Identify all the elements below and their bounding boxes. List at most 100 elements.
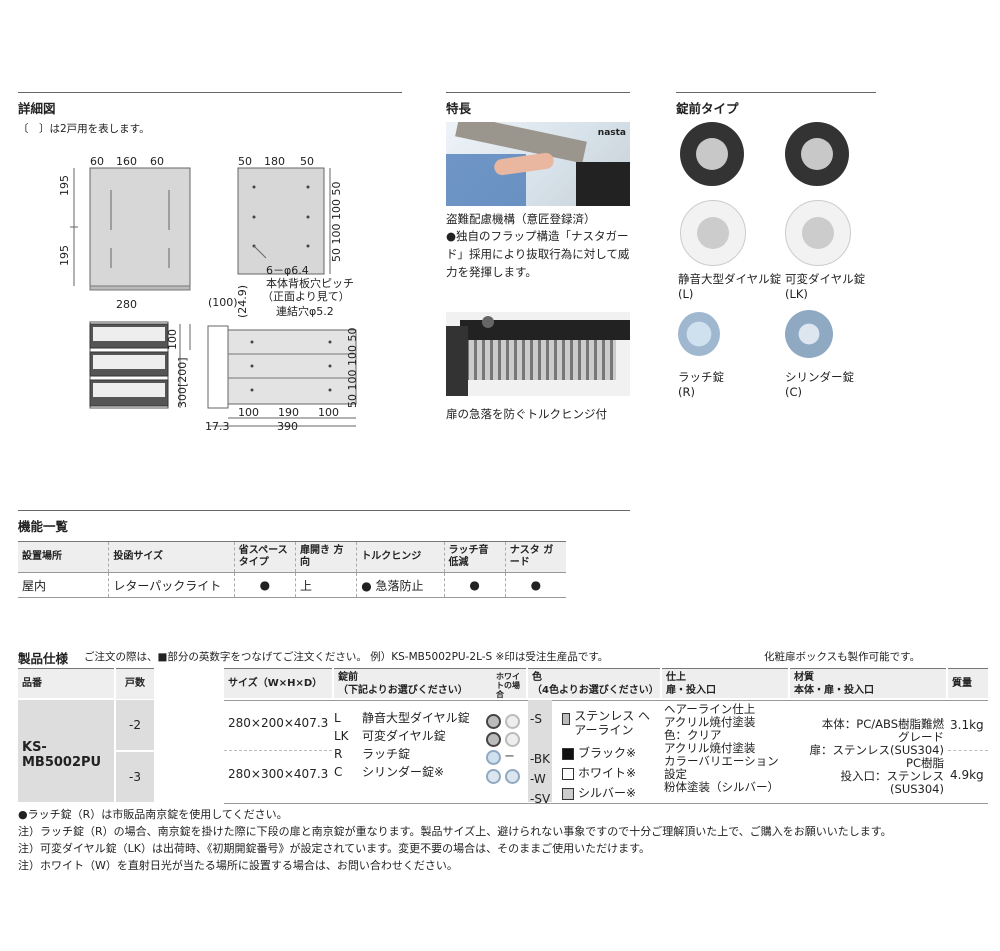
spec-finish: ヘアーライン仕上 アクリル焼付塗装 色：クリア アクリル焼付塗装 カラーバリエー… [664, 703, 779, 794]
cylinder-lock-icon [785, 310, 833, 358]
locks-title: 錠前タイプ [676, 101, 739, 116]
dim-right-vertical-bottom: 50 100 100 50 [346, 328, 359, 409]
lock-item-l: 静音大型ダイヤル錠 (L) [678, 272, 781, 302]
hole-desc1: 本体背板穴ピッチ [266, 277, 354, 290]
section-rule [18, 92, 402, 93]
spec-h-material-main: 材質 [794, 672, 814, 683]
latch-lock-icon [678, 312, 720, 356]
color-name-s: ステンレス ヘアーライン [574, 709, 651, 737]
cylinder-mini-white-icon [504, 768, 520, 784]
dim-bottom-100a: 100 [238, 406, 259, 419]
dim-195-top: 195 [58, 175, 71, 196]
dim-side-100: 100 [166, 329, 179, 350]
feature-photo-hinge [446, 312, 630, 396]
dial-mini-icon [486, 731, 501, 747]
dim-160: 160 [116, 155, 137, 168]
color-name-w: ホワイト※ [578, 766, 637, 780]
fh-guard: ナスタ ガード [505, 541, 566, 573]
finish-line-6: 設定 [664, 767, 687, 781]
feature-caption2: 扉の急落を防ぐトルクヒンジ付 [446, 407, 607, 421]
spec-h-size: サイズ（W×H×D） [224, 668, 332, 698]
feature-caption1-body: ●独自のフラップ構造「ナスタガード」採用により抜取行為に対して威力を発揮します。 [446, 229, 630, 279]
dim-rvt-100a: 100 [330, 223, 343, 245]
fv-door: 上 [295, 572, 358, 598]
dial-mini-white-icon [504, 713, 520, 729]
dial-mini-white-icon [504, 731, 520, 747]
detail-note: 〔 〕は2戸用を表します。 [18, 123, 150, 135]
lock-code-c: C [334, 765, 343, 779]
dim-bottom-190: 190 [278, 406, 299, 419]
lock-lk-dial-white [785, 200, 851, 266]
fv-size: レターパックライト [108, 572, 235, 598]
dim-rvb-50a: 50 [346, 394, 359, 408]
spec-h-lock: 錠前 （下記よりお選びください） ホワイトの場合 [334, 668, 526, 699]
lock-r-name: ラッチ錠 [678, 370, 724, 384]
lock-l-dial-dark [680, 122, 744, 186]
spec-h-finish-sub: 扉・投入口 [666, 685, 716, 696]
lock-code-r: R [334, 747, 343, 761]
spec-h-color-sub: （4色よりお選びください） [532, 685, 659, 696]
spec-color-code-col [528, 700, 552, 802]
back-panel-box [237, 167, 325, 275]
finish-line-7: 粉体塗装（シルバー） [664, 780, 779, 794]
notes: ●ラッチ錠（R）は市販品南京錠を使用してください。 注）ラッチ錠（R）の場合、南… [18, 806, 988, 874]
spec-h-finish-main: 仕上 [666, 672, 686, 683]
spec-body [224, 700, 988, 804]
functions-value-row: 屋内 レターパックライト ● 上 ● 急落防止 ● ● [18, 572, 566, 598]
spec-size-2: 280×200×407.3 [228, 716, 329, 730]
dim-249: (24.9) [236, 284, 249, 318]
spec-size-divider [224, 750, 332, 751]
fh-latch: ラッチ音 低減 [444, 541, 506, 573]
dim-rvt-100b: 100 [330, 199, 343, 220]
features-title: 特長 [446, 101, 472, 116]
spec-lock-names: 静音大型ダイヤル錠 可変ダイヤル錠 ラッチ錠 シリンダー錠※ [362, 709, 470, 781]
material-line-2: グレード [898, 730, 944, 744]
spec-h-units: 戸数 [116, 668, 154, 699]
dim-100-paren: (100) [208, 296, 238, 309]
fv-location: 屋内 [18, 572, 110, 598]
dim-195-bottom: 195 [58, 245, 71, 266]
lock-lk-dial-dark [785, 122, 849, 186]
functions-header-row: 設置場所 投函サイズ 省スペース タイプ 扉開き 方向 トルクヒンジ ラッチ音 … [18, 541, 566, 573]
spec-size-3: 280×300×407.3 [228, 767, 329, 781]
material-line-1: 本体：PC/ABS樹脂難燃 [821, 717, 944, 731]
note-4: 注）ホワイト（W）を直射日光が当たる場所に設置する場合は、お問い合わせください。 [18, 859, 458, 872]
lock-lk-code: (LK) [785, 287, 808, 301]
swatch-black [562, 747, 574, 760]
lock-name-l: 静音大型ダイヤル錠 [362, 711, 470, 725]
latch-mini-icon [486, 749, 501, 765]
detail-title: 詳細図 [18, 101, 56, 116]
lock-c-name: シリンダー錠 [785, 370, 854, 384]
spec-h-lock-sub: （下記よりお選びください） [338, 685, 468, 696]
dim-rvt-50b: 50 [330, 181, 343, 196]
spec-color-names: ステンレス ヘアーライン ブラック※ ホワイト※ シルバー※ [562, 709, 658, 803]
spec-title: 製品仕様 [18, 651, 69, 666]
lock-l-code: (L) [678, 287, 694, 301]
spec-lock-icons: ー [486, 712, 520, 785]
fv-guard: ● [505, 572, 566, 598]
finish-line-3: 色：クリア [664, 728, 722, 742]
swatch-white [562, 767, 574, 780]
lock-l-name: 静音大型ダイヤル錠 [678, 272, 782, 286]
color-name-sv: シルバー※ [578, 786, 637, 800]
fh-location: 設置場所 [18, 541, 110, 573]
connect-hole: 連結穴φ5.2 [276, 305, 334, 318]
spec-lock-codes: L LK R C [334, 709, 349, 781]
spec-h-weight: 質量 [948, 668, 988, 698]
color-name-bk: ブラック※ [578, 746, 637, 760]
note-3: 注）可変ダイヤル錠（LK）は出荷時、《初期開錠番号》が設定されています。変更不要… [18, 842, 650, 855]
spec-material: 本体：PC/ABS樹脂難燃 グレード 扉：ステンレス(SUS304) PC樹脂 … [790, 718, 944, 796]
dim-50-left: 50 [238, 155, 252, 168]
finish-line-4: アクリル焼付塗装 [664, 741, 756, 755]
spec-lock-names-box [352, 707, 478, 795]
lock-name-r: ラッチ錠 [362, 747, 411, 761]
functions-title: 機能一覧 [18, 519, 69, 534]
section-rule [18, 510, 630, 511]
dim-rvb-50b: 50 [346, 327, 359, 342]
spec-h-material-sub: 本体・扉・投入口 [794, 685, 874, 696]
lock-c-code: (C) [785, 385, 803, 399]
nasta-logo: nasta [597, 128, 626, 138]
fh-space: 省スペース タイプ [234, 541, 297, 573]
hole-desc2: （正面より見て） [262, 290, 350, 303]
fv-space: ● [234, 572, 297, 598]
